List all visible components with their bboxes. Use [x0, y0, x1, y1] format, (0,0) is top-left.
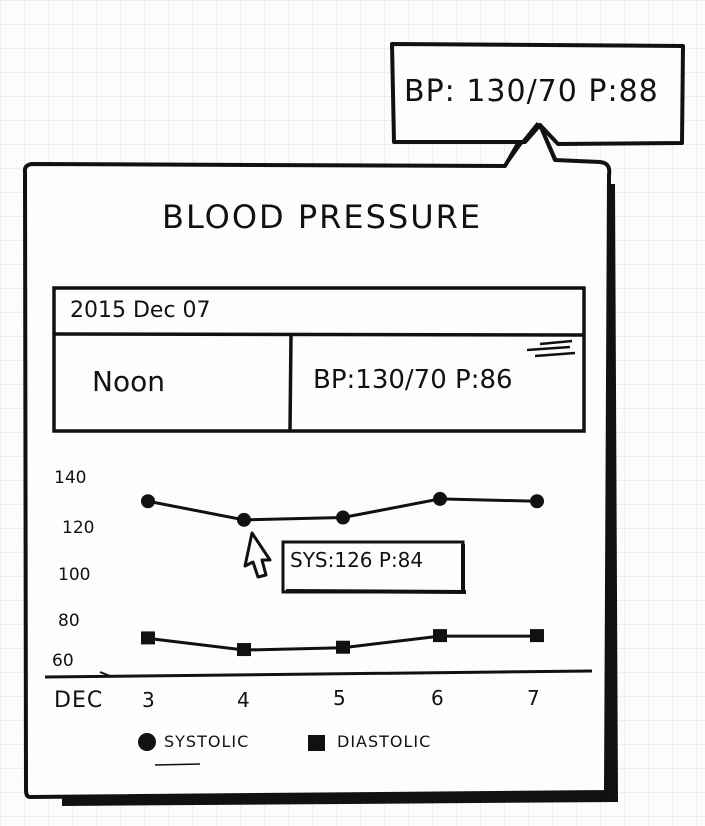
reading-value: BP:130/70 P:86 [313, 365, 513, 395]
x-axis [44, 669, 593, 679]
diastolic-point-6[interactable] [433, 629, 447, 643]
x-tick-4: 4 [237, 688, 250, 712]
summary-tooltip-text: BP: 130/70 P:88 [404, 74, 659, 109]
diastolic-point-7[interactable] [530, 629, 544, 643]
systolic-point-4[interactable] [237, 512, 251, 527]
drag-handle [526, 339, 576, 358]
x-axis-label: DEC [54, 688, 104, 713]
y-tick-60: 60 [52, 651, 74, 671]
y-tick-140: 140 [54, 468, 87, 488]
legend-systolic-marker [138, 733, 156, 751]
legend-systolic[interactable]: SYSTOLIC [164, 732, 250, 751]
diastolic-point-5[interactable] [336, 640, 350, 654]
systolic-point-6[interactable] [433, 491, 447, 506]
cursor-arrow-icon [243, 531, 272, 579]
diastolic-point-3[interactable] [141, 631, 155, 645]
x-tick-3: 3 [142, 688, 155, 712]
y-tick-120: 120 [62, 518, 95, 538]
y-tick-100: 100 [58, 565, 91, 585]
reading-table-border [52, 286, 586, 433]
reading-row[interactable] [54, 335, 291, 431]
reading-date: 2015 Dec 07 [70, 298, 211, 323]
main-panel [22, 123, 612, 799]
systolic-point-7[interactable] [530, 494, 544, 509]
window-title: BLOOD PRESSURE [162, 198, 483, 236]
hover-tip-box [281, 540, 465, 594]
chart-plot [141, 491, 544, 657]
x-tick-6: 6 [431, 686, 444, 710]
hover-tip-text: SYS:126 P:84 [290, 548, 424, 572]
reading-time-label: Noon [92, 365, 165, 398]
legend-diastolic-marker [308, 735, 325, 751]
y-tick-80: 80 [58, 611, 80, 631]
systolic-point-3[interactable] [141, 494, 155, 509]
legend-diastolic[interactable]: DIASTOLIC [337, 732, 432, 751]
tooltip-bubble-shape [390, 42, 685, 146]
x-tick-5: 5 [333, 686, 346, 710]
diastolic-point-4[interactable] [237, 643, 251, 657]
systolic-point-5[interactable] [336, 510, 350, 525]
x-tick-7: 7 [527, 686, 540, 710]
